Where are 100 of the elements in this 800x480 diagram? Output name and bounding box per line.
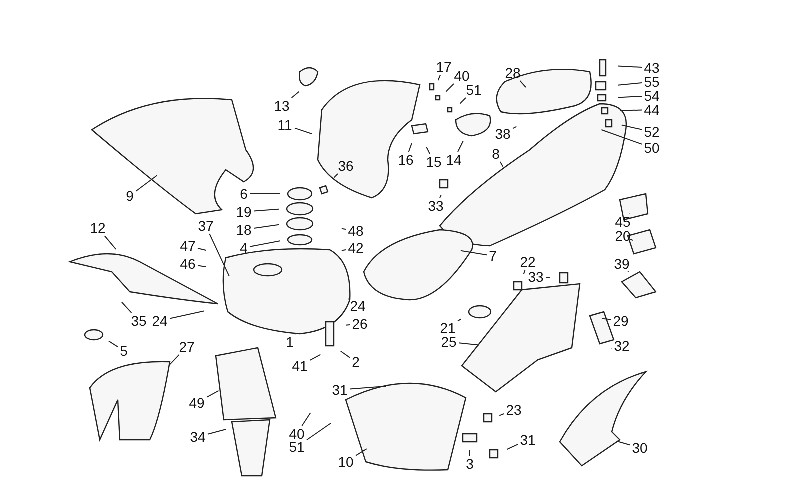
leader-line xyxy=(617,441,630,446)
callout-number: 36 xyxy=(338,158,354,174)
leader-line xyxy=(250,240,281,248)
callout-number: 43 xyxy=(644,60,660,76)
callout-number: 38 xyxy=(495,126,511,142)
leader-line xyxy=(346,324,350,326)
leader-line xyxy=(460,250,488,256)
callout-number: 48 xyxy=(348,223,364,239)
leader-line xyxy=(446,84,454,92)
leader-line xyxy=(306,422,332,441)
callout-number: 31 xyxy=(520,432,536,448)
leader-line xyxy=(198,265,207,268)
callout-number: 55 xyxy=(644,74,660,90)
callout-number: 51 xyxy=(289,439,305,455)
leader-line xyxy=(310,354,322,362)
callout-number: 21 xyxy=(440,320,456,336)
callout-number: 25 xyxy=(441,334,457,350)
callout-number: 45 xyxy=(615,214,631,230)
callout-number: 16 xyxy=(398,152,414,168)
callout-number: 40 xyxy=(454,68,470,84)
leader-line xyxy=(356,448,368,456)
callout-number: 42 xyxy=(348,240,364,256)
leader-line xyxy=(506,444,518,450)
callout-number: 11 xyxy=(278,117,292,133)
leader-line xyxy=(170,310,205,320)
callout-number: 41 xyxy=(292,358,308,374)
callout-number: 22 xyxy=(520,254,536,270)
callout-number: 30 xyxy=(632,440,648,456)
leader-line xyxy=(254,224,280,229)
callout-number: 44 xyxy=(644,102,660,118)
leader-line xyxy=(602,318,612,320)
callout-number: 33 xyxy=(528,269,544,285)
leader-line xyxy=(546,277,550,278)
callout-number: 2 xyxy=(352,354,360,370)
callout-number: 23 xyxy=(506,402,522,418)
callout-number: 37 xyxy=(198,218,214,234)
leader-line xyxy=(512,126,518,130)
callout-number: 52 xyxy=(644,124,660,140)
leader-line xyxy=(520,80,526,88)
callout-number: 51 xyxy=(466,82,482,98)
leader-line xyxy=(294,128,313,135)
leader-line xyxy=(523,270,526,275)
callout-number: 49 xyxy=(189,395,205,411)
leader-line xyxy=(440,194,442,198)
callout-number: 12 xyxy=(90,220,106,236)
callout-number: 24 xyxy=(350,298,366,314)
callout-number: 54 xyxy=(644,88,660,104)
callout-number: 10 xyxy=(338,454,354,470)
leader-line xyxy=(458,318,462,322)
leader-line xyxy=(426,146,430,154)
callout-number: 9 xyxy=(126,188,134,204)
callout-number: 35 xyxy=(131,313,147,329)
callout-number: 15 xyxy=(426,154,442,170)
callout-number: 50 xyxy=(644,140,660,156)
leader-line xyxy=(108,340,118,348)
callout-number: 13 xyxy=(274,98,290,114)
callout-number: 6 xyxy=(240,186,248,202)
callout-number: 26 xyxy=(352,316,368,332)
callout-number: 19 xyxy=(236,204,252,220)
leader-line xyxy=(198,248,207,251)
callout-number: 31 xyxy=(332,382,348,398)
leader-line xyxy=(350,386,386,390)
leader-line xyxy=(618,66,642,68)
callout-number: 7 xyxy=(489,248,497,264)
leader-line xyxy=(341,228,346,230)
leader-line xyxy=(209,234,230,278)
leader-line xyxy=(499,414,504,416)
leader-line xyxy=(458,140,464,152)
callout-number: 3 xyxy=(466,456,474,472)
leader-line xyxy=(628,270,630,272)
leader-line xyxy=(621,124,642,130)
leader-line xyxy=(348,298,350,300)
callout-number: 14 xyxy=(446,152,462,168)
leader-line xyxy=(630,239,634,242)
callout-number: 18 xyxy=(236,222,252,238)
leader-line xyxy=(208,429,227,435)
callout-number: 32 xyxy=(614,338,630,354)
leader-line xyxy=(601,130,642,145)
leader-line xyxy=(136,175,158,192)
leader-line xyxy=(206,390,220,398)
leader-line xyxy=(254,208,280,212)
callout-number: 28 xyxy=(505,65,521,81)
callout-number: 40 xyxy=(289,426,305,442)
leader-line xyxy=(500,162,504,168)
callout-number: 4 xyxy=(240,240,248,256)
leader-line xyxy=(302,412,312,426)
leader-line xyxy=(122,302,132,314)
callout-number: 29 xyxy=(613,313,629,329)
callout-number: 33 xyxy=(428,198,444,214)
leader-line xyxy=(618,96,642,98)
leader-line xyxy=(438,74,442,81)
leader-line xyxy=(458,342,480,346)
leader-line xyxy=(334,174,338,178)
callout-number: 8 xyxy=(492,146,500,162)
leader-line xyxy=(104,236,117,250)
leader-line xyxy=(341,250,346,252)
callout-number: 20 xyxy=(615,228,631,244)
leader-line xyxy=(408,143,412,152)
callout-number: 17 xyxy=(436,59,452,75)
leader-line xyxy=(291,91,300,98)
